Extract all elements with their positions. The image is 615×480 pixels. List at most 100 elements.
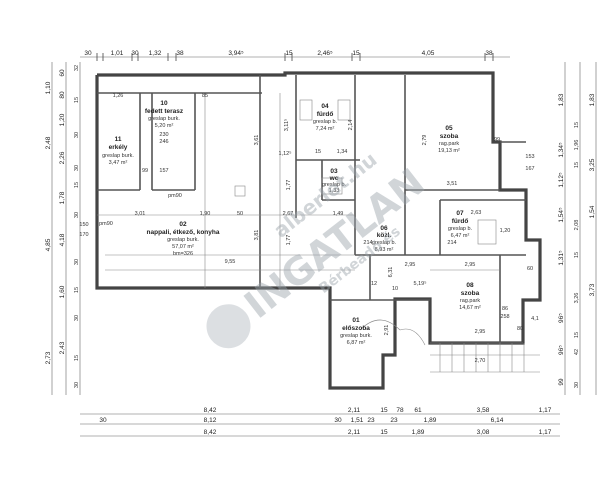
room-area: 1,33 bbox=[329, 188, 340, 194]
internal-label: 9,55 bbox=[225, 259, 236, 265]
top-dim-8: 2,46⁵ bbox=[317, 50, 333, 57]
bottom1-dim-5: 61 bbox=[414, 407, 422, 414]
top-dim-6: 3,94⁵ bbox=[228, 50, 244, 57]
internal-label: 99 bbox=[494, 137, 500, 143]
top-dim-9: 15 bbox=[352, 50, 360, 57]
bottom2-dim-4: 1,51 bbox=[351, 417, 364, 424]
right-mid-dim-7: 15 bbox=[574, 332, 580, 338]
internal-label: 3,11⁵ bbox=[283, 119, 290, 132]
internal-label: 1,90 bbox=[200, 211, 211, 217]
bottom3-dim-3: 15 bbox=[380, 429, 388, 436]
bottom3-dim-4: 1,89 bbox=[412, 429, 425, 436]
internal-label: 157 bbox=[159, 168, 168, 174]
bottom2-dim-7: 1,89 bbox=[424, 417, 437, 424]
internal-annotations: 1,26 230 246 157 99 pm90 3,61 1,12⁵ 3,11… bbox=[79, 93, 538, 364]
right-dimension-chains: 1,83 1,34⁵ 1,12⁵ 1,54⁵ 1,31⁵ 96⁵ 96⁵ 99 … bbox=[558, 62, 597, 395]
room-name: erkély bbox=[109, 144, 128, 151]
internal-label: 1,26 bbox=[113, 93, 124, 99]
internal-label: 167 bbox=[525, 166, 534, 172]
room-number: 01 bbox=[352, 317, 360, 324]
right-inner-dim-7: 96⁵ bbox=[558, 345, 565, 355]
room-floor: greslap burk. bbox=[148, 116, 180, 122]
bottom2-dim-6: 23 bbox=[390, 417, 398, 424]
left-outer-dim-4: 2,73 bbox=[45, 351, 52, 364]
internal-label: 60 bbox=[527, 266, 533, 272]
internal-label: 2,79 bbox=[422, 135, 428, 146]
internal-label: 4,1 bbox=[531, 316, 539, 322]
left-inner-dim-6: 30 bbox=[74, 212, 80, 218]
room-06-kozl: 06 közl. greslap b. 8,93 m² bbox=[372, 225, 397, 253]
room-floor: greslap burk. bbox=[167, 237, 199, 243]
room-name: előszoba bbox=[342, 325, 370, 332]
room-name: szoba bbox=[461, 290, 480, 297]
left-mid-dim-5: 1,78 bbox=[59, 191, 66, 204]
left-outer-dim-3: 4,85 bbox=[45, 238, 52, 251]
internal-label: 170 bbox=[79, 232, 88, 238]
internal-label: 85 bbox=[202, 93, 208, 99]
left-inner-dim-5: 15 bbox=[74, 182, 80, 188]
internal-label: 3,01 bbox=[135, 211, 146, 217]
internal-label: pm90 bbox=[168, 193, 182, 199]
top-dim-7: 15 bbox=[285, 50, 293, 57]
room-area: 19,13 m² bbox=[438, 148, 460, 154]
left-outer-dim-2: 2,48 bbox=[45, 136, 52, 149]
bottom2-dim-1: 30 bbox=[99, 417, 107, 424]
internal-label: 2,95 bbox=[465, 262, 476, 268]
staircase bbox=[430, 343, 540, 373]
room-floor: greslap b. bbox=[372, 240, 397, 246]
internal-label: 153 bbox=[525, 154, 534, 160]
top-dim-3: 30 bbox=[131, 50, 139, 57]
room-area: 14,67 m² bbox=[459, 305, 481, 311]
right-inner-dim-8: 99 bbox=[558, 378, 565, 386]
internal-label: 258 bbox=[500, 314, 509, 320]
watermark: INGATLAN alberlet.hu Bérbeadó és bbox=[206, 147, 433, 349]
internal-label: 2,14 bbox=[348, 120, 354, 131]
room-number: 05 bbox=[445, 125, 453, 132]
outer-walls bbox=[95, 71, 542, 390]
room-labels: 11 erkély greslap burk. 3,47 m² 10 fedet… bbox=[102, 100, 481, 346]
left-inner-dim-11: 30 bbox=[74, 382, 80, 388]
room-11-erkely: 11 erkély greslap burk. 3,47 m² bbox=[102, 136, 134, 166]
room-area: 5,20 m² bbox=[155, 123, 174, 129]
bottom-dimension-chains: 8,42 2,11 15 78 61 3,58 1,17 30 8,12 30 … bbox=[80, 407, 560, 437]
bottom1-dim-2: 2,11 bbox=[348, 407, 361, 414]
right-outer-dim-2: 3,25 bbox=[589, 158, 596, 171]
room-area: 3,47 m² bbox=[109, 160, 128, 166]
right-inner-dim-2: 1,34⁵ bbox=[558, 142, 565, 158]
room-number: 08 bbox=[466, 282, 474, 289]
room-floor: greslap b. bbox=[448, 226, 473, 232]
left-inner-dim-10: 15 bbox=[74, 355, 80, 361]
bottom1-dim-3: 15 bbox=[380, 407, 388, 414]
internal-label: 10 bbox=[392, 286, 398, 292]
left-mid-dim-8: 2,43 bbox=[59, 341, 66, 354]
bottom2-dim-3: 30 bbox=[334, 417, 342, 424]
left-mid-dim-1: 60 bbox=[59, 69, 66, 77]
internal-label: 15 bbox=[315, 149, 321, 155]
interior-walls bbox=[97, 75, 526, 343]
room-name: fürdő bbox=[452, 218, 469, 225]
room-name: fedett terasz bbox=[145, 108, 184, 115]
room-number: 10 bbox=[160, 100, 168, 107]
right-inner-dim-1: 1,83 bbox=[558, 93, 565, 106]
right-mid-dim-8: 42 bbox=[574, 349, 580, 355]
top-dim-1: 30 bbox=[84, 50, 92, 57]
internal-label: 2,95 bbox=[405, 262, 416, 268]
room-name: közl. bbox=[377, 232, 392, 239]
right-mid-dim-4: 2,08 bbox=[574, 220, 580, 231]
room-floor: greslap b. bbox=[313, 119, 338, 125]
internal-label: 3,61 bbox=[254, 135, 260, 146]
right-mid-dim-6: 3,26 bbox=[574, 293, 580, 304]
bottom1-dim-1: 8,42 bbox=[204, 407, 217, 414]
right-outer-dim-4: 3,73 bbox=[589, 283, 596, 296]
room-number: 04 bbox=[321, 103, 329, 110]
bottom3-dim-1: 8,42 bbox=[204, 429, 217, 436]
internal-label: 12 bbox=[371, 281, 377, 287]
left-inner-dim-7: 30 bbox=[74, 259, 80, 265]
room-name: szoba bbox=[440, 133, 459, 140]
left-mid-dim-6: 4,18 bbox=[59, 233, 66, 246]
right-mid-dim-9: 30 bbox=[574, 382, 580, 388]
internal-label: 3,51 bbox=[447, 181, 458, 187]
top-dim-2: 1,01 bbox=[111, 50, 124, 57]
left-inner-dim-4: 30 bbox=[74, 165, 80, 171]
bottom1-dim-6: 3,58 bbox=[477, 407, 490, 414]
